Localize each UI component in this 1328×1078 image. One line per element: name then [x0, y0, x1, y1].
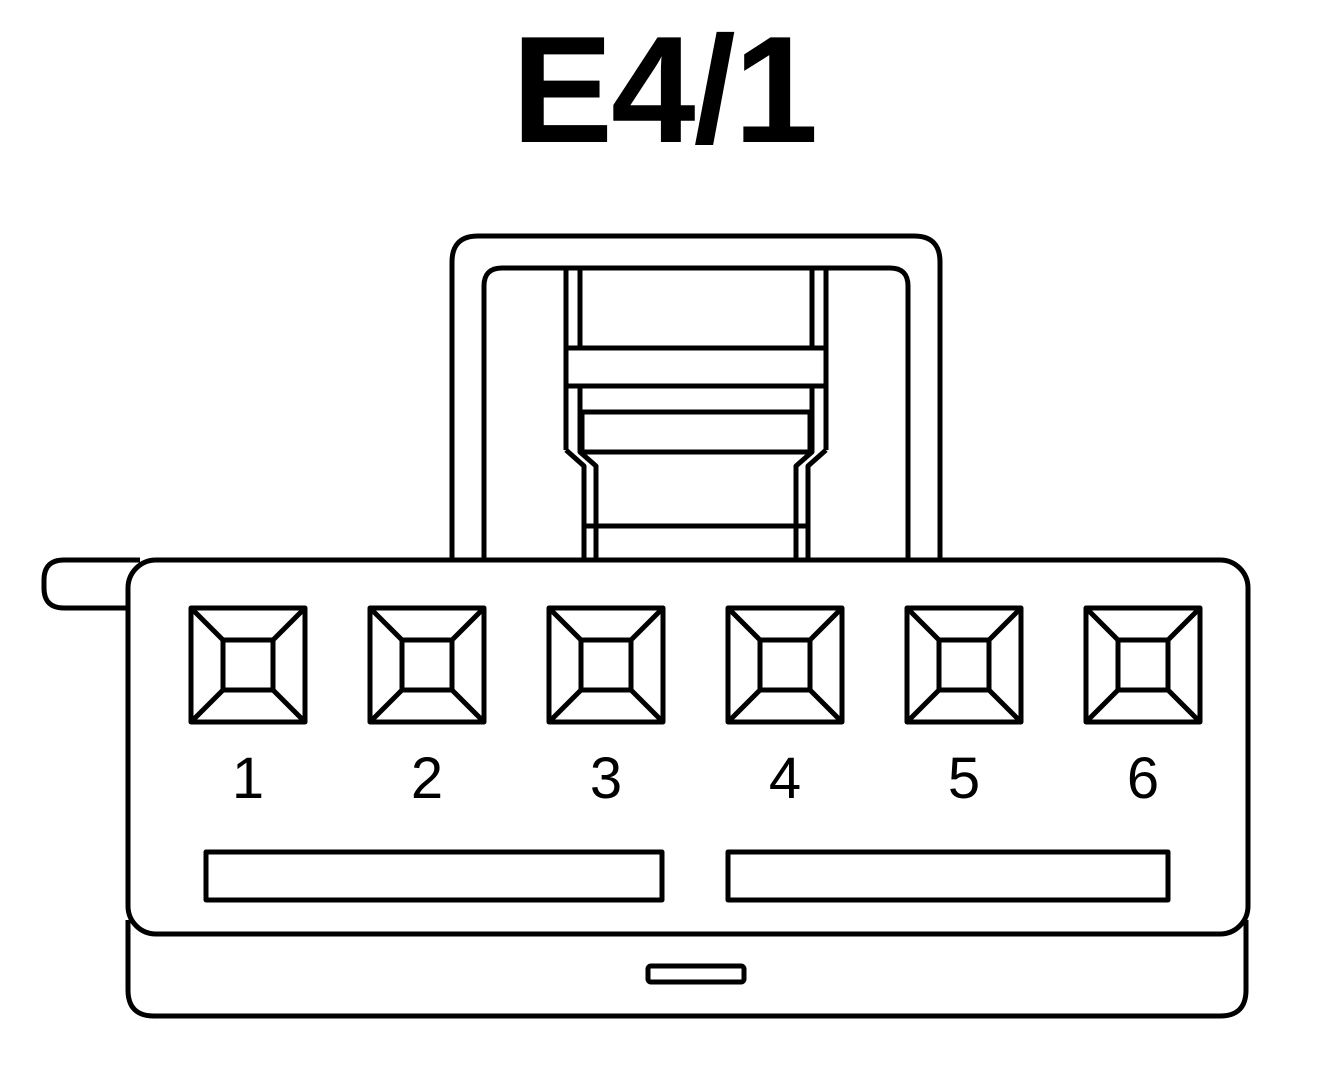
- pin-label: 6: [1127, 746, 1159, 811]
- pin-label: 3: [590, 746, 622, 811]
- keying-slot-left: [203, 849, 665, 903]
- pin-cavity: [1083, 605, 1203, 725]
- pin-cavity: [904, 605, 1024, 725]
- keying-slot-right: [725, 849, 1171, 903]
- latch-tab: [563, 270, 829, 560]
- pin-cavity: [188, 605, 308, 725]
- pin-label: 4: [769, 746, 801, 811]
- pin-row: 1 2 3 4 5 6: [188, 605, 1203, 811]
- pin-label: 2: [411, 746, 443, 811]
- pin-label: 1: [232, 746, 264, 811]
- base-slot: [645, 963, 747, 985]
- latch-housing-inner: [481, 265, 911, 560]
- latch-housing-outer: [449, 233, 943, 560]
- pin-cavity: [725, 605, 845, 725]
- side-flange: [41, 557, 140, 611]
- pin-cavity: [367, 605, 487, 725]
- connector-body: [125, 557, 1251, 937]
- pin-cavity: [546, 605, 666, 725]
- pin-label: 5: [948, 746, 980, 811]
- connector-title: E4/1: [511, 5, 819, 175]
